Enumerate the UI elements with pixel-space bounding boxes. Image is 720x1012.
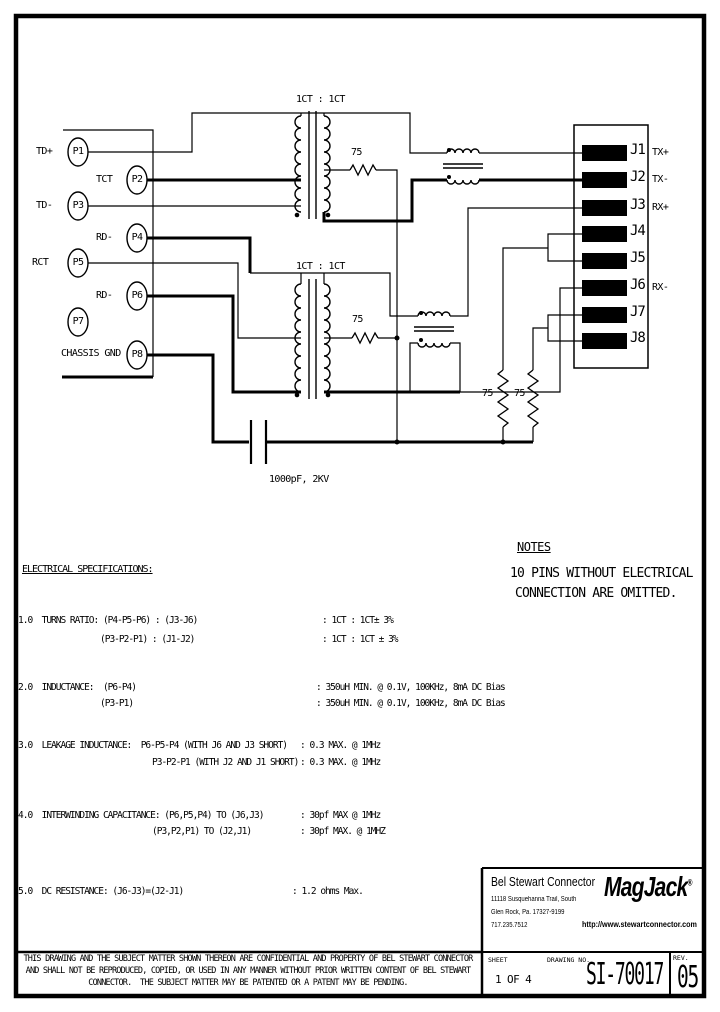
wires-thick xyxy=(147,178,582,444)
resistor-75-top-label: 75 xyxy=(351,147,362,158)
disclaimer-line-3: CONNECTOR. THE SUBJECT MATTER MAY BE PAT… xyxy=(88,978,408,988)
pin-p7-id: P7 xyxy=(72,316,84,327)
transformer-t1 xyxy=(294,111,331,219)
pin-p3-signal-label: TD- xyxy=(36,200,53,211)
rev-cell-label: REV. xyxy=(673,954,689,962)
t2-ratio-label: 1CT : 1CT xyxy=(296,261,345,272)
spec-row-5-line-1: 5.0 DC RESISTANCE: (J6-J3)=(J2-J1) xyxy=(18,886,184,897)
spec-row-3-line-2: P3-P2-P1 (WITH J2 AND J1 SHORT) xyxy=(152,757,299,768)
spec-row-1-line-2: (P3-P2-P1) : (J1-J2) xyxy=(100,634,195,645)
resistor-75-mid xyxy=(351,331,379,345)
pin-j3-signal-label: RX+ xyxy=(652,202,669,213)
pin-j1-signal-label: TX+ xyxy=(652,147,669,158)
spec-row-1-value-1: : 1CT : 1CT± 3% xyxy=(322,615,394,626)
spec-row-1-line-1: 1.0 TURNS RATIO: (P4-P5-P6) : (J3-J6) xyxy=(18,615,198,626)
magjack-logo-text: MagJack xyxy=(604,871,688,902)
resistor-75-left-label: 75 xyxy=(482,388,493,399)
pin-j6-signal-label: RX- xyxy=(652,282,669,293)
pin-p6-id: P6 xyxy=(131,290,143,301)
pin-p8-signal-label: CHASSIS GND xyxy=(61,348,121,359)
resistor-75-left xyxy=(496,369,510,428)
company-name: Bel Stewart Connector xyxy=(491,874,596,889)
sheet-cell-label: SHEET xyxy=(488,956,508,964)
jack-outline xyxy=(573,124,649,369)
spec-row-2-line-1: 2.0 INDUCTANCE: (P6-P4) xyxy=(18,682,137,693)
company-address-line-2: Glen Rock, Pa. 17327-9199 xyxy=(491,909,565,916)
pin-p8-id: P8 xyxy=(131,349,143,360)
resistor-75-right-label: 75 xyxy=(514,388,525,399)
spec-row-3-value-1: : 0.3 MAX. @ 1MHz xyxy=(300,740,381,751)
pin-p1-id: P1 xyxy=(72,146,84,157)
p-pin-circles xyxy=(67,137,148,370)
pin-j8-id: J8 xyxy=(630,330,646,346)
spec-row-3-value-2: : 0.3 MAX. @ 1MHz xyxy=(300,757,381,768)
resistor-75-top xyxy=(349,163,377,177)
pin-p5-signal-label: RCT xyxy=(32,257,49,268)
drawing-no-cell-label: DRAWING NO. xyxy=(547,956,591,964)
magjack-logo: MagJack® xyxy=(604,871,692,903)
spec-row-3-line-1: 3.0 LEAKAGE INDUCTANCE: P6-P5-P4 (WITH J… xyxy=(18,740,288,751)
wires-thin xyxy=(88,112,582,442)
pin-p2-signal-label: TCT xyxy=(96,174,113,185)
notes-heading: NOTES xyxy=(517,540,551,554)
spec-row-5-value-1: : 1.2 ohms Max. xyxy=(292,886,364,897)
spec-row-2-value-2: : 350uH MIN. @ 0.1V, 100KHz, 8mA DC Bias xyxy=(316,698,506,709)
spec-row-2-line-2: (P3-P1) xyxy=(100,698,134,709)
company-phone: 717.235.7512 xyxy=(491,922,528,929)
spec-row-2-value-1: : 350uH MIN. @ 0.1V, 100KHz, 8mA DC Bias xyxy=(316,682,506,693)
sheet-value: 1 OF 4 xyxy=(495,973,532,986)
pin-j7-id: J7 xyxy=(630,304,646,320)
company-url: http://www.stewartconnector.com xyxy=(582,920,697,929)
pin-p3-id: P3 xyxy=(72,200,84,211)
spec-row-4-value-2: : 30pf MAX. @ 1MHZ xyxy=(300,826,386,837)
pin-j2-signal-label: TX- xyxy=(652,174,669,185)
drawing-number: SI-70017 xyxy=(586,957,664,992)
choke-1 xyxy=(443,148,483,185)
pin-j4-id: J4 xyxy=(630,223,646,239)
rev-value: 05 xyxy=(677,960,699,995)
pin-p4-signal-label: RD- xyxy=(96,232,113,243)
pin-p5-id: P5 xyxy=(72,257,84,268)
spec-row-4-value-1: : 30pf MAX @ 1MHz xyxy=(300,810,381,821)
spec-row-4-line-2: (P3,P2,P1) TO (J2,J1) xyxy=(152,826,252,837)
resistor-75-mid-label: 75 xyxy=(352,314,363,325)
spec-row-1-value-2: : 1CT : 1CT ± 3% xyxy=(322,634,399,645)
pin-j1-id: J1 xyxy=(630,142,646,158)
pin-p2-id: P2 xyxy=(131,174,143,185)
capacitor-symbol xyxy=(249,420,268,464)
junction-dots xyxy=(294,148,506,445)
pin-p4-id: P4 xyxy=(131,232,143,243)
disclaimer-line-1: THIS DRAWING AND THE SUBJECT MATTER SHOW… xyxy=(23,954,473,964)
capacitor-label: 1000pF, 2KV xyxy=(269,474,329,485)
registered-mark: ® xyxy=(687,877,692,888)
pin-j6-id: J6 xyxy=(630,277,646,293)
choke-2 xyxy=(414,311,454,348)
disclaimer-line-2: AND SHALL NOT BE REPRODUCED, COPIED, OR … xyxy=(25,966,472,976)
spec-row-4-line-1: 4.0 INTERWINDING CAPACITANCE: (P6,P5,P4)… xyxy=(18,810,264,821)
pin-j5-id: J5 xyxy=(630,250,646,266)
jack-pins xyxy=(582,145,627,349)
pin-j3-id: J3 xyxy=(630,197,646,213)
pin-p1-signal-label: TD+ xyxy=(36,146,53,157)
notes-line-1: 10 PINS WITHOUT ELECTRICAL xyxy=(510,566,694,581)
resistor-75-right xyxy=(526,369,540,428)
notes-line-2: CONNECTION ARE OMITTED. xyxy=(515,586,677,601)
pin-j2-id: J2 xyxy=(630,169,646,185)
company-address-line-1: 11118 Susquehanna Trail, South xyxy=(491,896,577,903)
page-border xyxy=(13,13,707,999)
specs-heading: ELECTRICAL SPECIFICATIONS: xyxy=(22,564,154,575)
pin-p6-signal-label: RD- xyxy=(96,290,113,301)
transformer-t2 xyxy=(294,279,331,399)
t1-ratio-label: 1CT : 1CT xyxy=(296,94,345,105)
